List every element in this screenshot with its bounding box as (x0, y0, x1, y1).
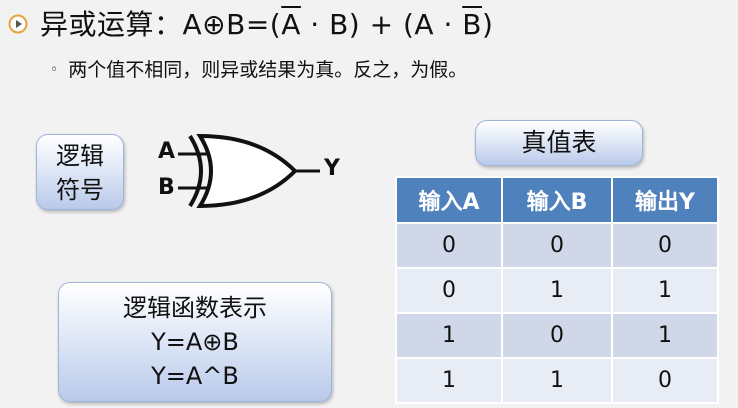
title-middle: · B) + (A · (300, 8, 463, 41)
table-row: 0 0 0 (395, 222, 719, 269)
table-cell: 0 (395, 222, 503, 269)
function-expr-xor: Y=A⊕B (151, 328, 239, 356)
title-prefix: 异或运算：A⊕B=( (40, 8, 282, 41)
sub-bullet-icon: ◦ (50, 62, 59, 78)
table-cell: 1 (611, 312, 719, 359)
play-bullet-icon (8, 14, 28, 34)
xor-gate-icon (178, 133, 320, 209)
table-cell: 0 (501, 222, 613, 269)
table-row: 1 1 0 (395, 357, 719, 404)
table-cell: 1 (395, 357, 503, 404)
table-cell: 0 (611, 222, 719, 269)
table-row: 0 1 1 (395, 267, 719, 314)
logic-function-box: 逻辑函数表示 Y=A⊕B Y=A^B (58, 282, 332, 402)
table-cell: 1 (501, 357, 613, 404)
table-row: 1 0 1 (395, 312, 719, 359)
slide-title: 异或运算：A⊕B=(A · B) + (A · B) (40, 5, 493, 45)
gate-input-a: A (158, 139, 176, 164)
title-a-bar: A (281, 8, 301, 41)
function-expr-caret: Y=A^B (151, 362, 239, 390)
header-input-a: 输入A (395, 176, 503, 224)
header-output-y: 输出Y (611, 176, 719, 224)
truth-table-label-box: 真值表 (475, 120, 643, 166)
table-header-row: 输入A 输入B 输出Y (395, 176, 719, 224)
logic-symbol-line1: 逻辑 (56, 142, 104, 170)
truth-table: 输入A 输入B 输出Y 0 0 0 0 1 1 1 0 1 1 (395, 176, 719, 404)
table-cell: 1 (611, 267, 719, 314)
table-cell: 1 (395, 312, 503, 359)
table-cell: 0 (501, 312, 613, 359)
gate-input-b: B (158, 175, 175, 200)
header-input-b: 输入B (501, 176, 613, 224)
logic-symbol-line2: 符号 (56, 176, 104, 204)
table-cell: 0 (611, 357, 719, 404)
table-cell: 1 (501, 267, 613, 314)
title-suffix: ) (481, 8, 494, 41)
title-b-bar: B (462, 8, 482, 41)
subtitle-text: 两个值不相同，则异或结果为真。反之，为假。 (68, 59, 468, 81)
table-cell: 0 (395, 267, 503, 314)
function-heading: 逻辑函数表示 (123, 294, 267, 322)
slide-subtitle: ◦ 两个值不相同，则异或结果为真。反之，为假。 (50, 56, 467, 84)
truth-table-label: 真值表 (521, 128, 597, 157)
logic-symbol-box: 逻辑 符号 (36, 134, 124, 210)
gate-output-y: Y (324, 156, 340, 181)
